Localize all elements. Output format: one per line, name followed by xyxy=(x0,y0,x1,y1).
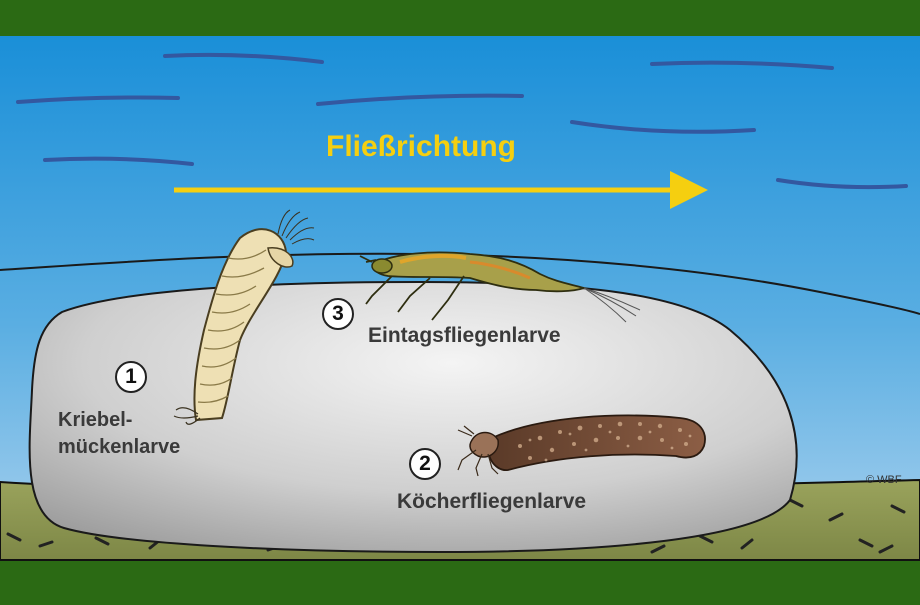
larva-3-name-label: Eintagsfliegenlarve xyxy=(368,324,561,347)
water-waves xyxy=(16,52,908,190)
streambed-boundary-line xyxy=(0,252,920,315)
mayfly-larva-illustration xyxy=(359,251,641,323)
larva-1-number-badge: 1 xyxy=(115,361,147,393)
flow-arrow xyxy=(174,171,708,209)
larva-1-name-label: Kriebel- mückenlarve xyxy=(58,407,180,461)
blackfly-larva-illustration xyxy=(173,209,315,425)
larva-1-name-line-1: Kriebel- xyxy=(58,409,133,431)
flow-direction-label: Fließrichtung xyxy=(326,130,516,163)
top-frame-bar xyxy=(0,0,920,36)
larva-2-name-label: Köcherfliegenlarve xyxy=(397,490,587,513)
copyright-notice: © WBF xyxy=(866,474,902,486)
larva-3-number-badge: 3 xyxy=(322,298,354,330)
larva-1-name-line-2: mückenlarve xyxy=(58,436,181,458)
larva-2-number-badge: 2 xyxy=(409,448,441,480)
caddisfly-larva-illustration xyxy=(457,414,706,477)
bottom-frame-bar xyxy=(0,560,920,600)
